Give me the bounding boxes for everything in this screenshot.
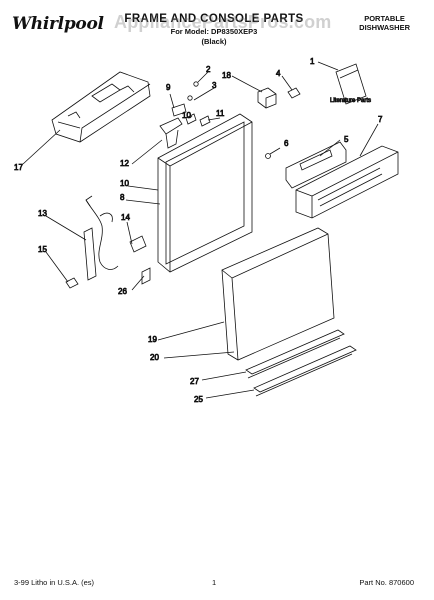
part-screw — [141, 267, 151, 285]
part-clip — [287, 87, 301, 99]
brand-name: Whirlpool — [12, 14, 104, 34]
page-title: FRAME AND CONSOLE PARTS — [124, 13, 304, 25]
callout-10: 10 — [120, 179, 129, 188]
literature-label: Literature Parts — [330, 98, 371, 104]
footer-page-number: 1 — [212, 578, 217, 587]
part-literature — [335, 63, 367, 105]
callout-10b: 10 — [182, 111, 191, 120]
color-line: (Black) — [201, 37, 227, 46]
callout-numbers: 17 13 15 14 26 10 8 12 9 2 3 10 11 18 4 … — [14, 57, 384, 405]
callout-17: 18 — [222, 71, 231, 80]
callout-7: 7 — [378, 115, 383, 124]
callout-16: 17 — [14, 163, 23, 172]
callout-leaders — [22, 61, 379, 399]
callout-13: 13 — [38, 209, 47, 218]
callout-11: 11 — [216, 109, 225, 118]
part-wire-harness — [65, 195, 147, 289]
callout-1: 1 — [310, 57, 315, 66]
callout-15: 15 — [38, 245, 47, 254]
product-line-2: DISHWASHER — [359, 23, 410, 32]
callout-4: 4 — [276, 69, 281, 78]
callout-6: 6 — [284, 139, 289, 148]
part-trim-strips — [245, 329, 357, 397]
model-line: For Model: DP8350XEP3 — [170, 27, 258, 36]
part-control-panel — [265, 141, 347, 189]
callout-12: 12 — [120, 159, 129, 168]
callout-3: 3 — [212, 81, 217, 90]
callout-8: 8 — [120, 193, 125, 202]
product-line-1: PORTABLE — [364, 14, 405, 23]
part-console — [295, 145, 399, 219]
part-door-panel — [221, 227, 335, 361]
part-bracket — [257, 87, 277, 109]
callout-19: 20 — [150, 353, 159, 362]
footer-print-info: 3-99 Litho in U.S.A. (es) — [14, 578, 95, 587]
part-door-frame — [157, 113, 253, 273]
callout-26: 26 — [118, 287, 127, 296]
callout-18: 19 — [148, 335, 157, 344]
callout-5: 5 — [344, 135, 349, 144]
callout-27: 27 — [190, 377, 199, 386]
callout-9: 9 — [166, 83, 171, 92]
brand-logo: Whirlpool — [12, 14, 104, 34]
product-type: PORTABLE DISHWASHER — [359, 14, 410, 32]
part-hinge-bracket — [159, 81, 211, 149]
callout-20: 25 — [194, 395, 203, 404]
callout-2: 2 — [206, 65, 211, 74]
part-top-vent — [51, 71, 151, 143]
footer-part-number: Part No. 870600 — [359, 578, 414, 587]
callout-14: 14 — [121, 213, 130, 222]
